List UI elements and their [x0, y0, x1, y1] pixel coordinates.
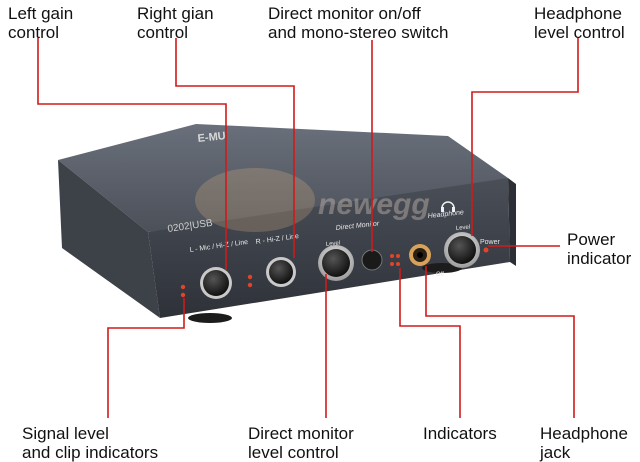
power-indicator-label: Power indicator	[567, 230, 632, 268]
leader-hp-jack	[425, 266, 575, 418]
brand-logo: E-MU	[197, 130, 226, 145]
watermark-logo-swoosh	[195, 168, 315, 232]
leader-headphone-level	[471, 38, 579, 236]
leader-signal	[107, 298, 185, 418]
direct-monitor-level-knob[interactable]	[318, 245, 354, 281]
device-left-side	[58, 160, 160, 318]
signal-clip-indicators-label: Signal level and clip indicators	[22, 424, 159, 462]
leader-left-gain	[37, 38, 227, 270]
direct-monitor-level-label: Direct monitor level control	[248, 424, 354, 462]
right-foot	[422, 263, 462, 273]
dm-level-label: Level	[326, 241, 341, 248]
headphone-level-control-label: Headphone level control	[534, 4, 625, 42]
signal-clip-leds	[180, 274, 253, 298]
left-gain-control-label: Left gain control	[8, 4, 74, 42]
leader-lines	[37, 38, 579, 418]
off-label: Off	[436, 272, 444, 278]
direct-monitor-indicator-leds	[390, 254, 400, 266]
right-gain-control-label: Right gian control	[137, 4, 214, 42]
direct-monitor-switch-button[interactable]	[361, 249, 383, 271]
left-foot	[188, 313, 232, 323]
device-right-side	[508, 178, 516, 266]
headphone-jack[interactable]	[409, 244, 431, 266]
headphone-icon	[441, 201, 455, 212]
right-gain-knob[interactable]	[266, 257, 296, 287]
leader-right-gain	[175, 38, 295, 258]
headphone-level-knob[interactable]	[444, 232, 480, 268]
indicators-label: Indicators	[423, 424, 497, 443]
left-gain-knob[interactable]	[200, 267, 232, 299]
headphone-label: Headphone	[427, 209, 464, 220]
direct-monitor-label: Direct Monitor	[335, 220, 380, 232]
watermark-text: newegg	[318, 188, 430, 221]
headphone-jack-label: Headphone jack	[540, 424, 628, 462]
power-led	[483, 247, 489, 253]
device-top-surface	[58, 124, 508, 232]
hp-level-label: Level	[456, 225, 471, 232]
power-label: Power	[480, 239, 501, 246]
leader-indicators	[399, 268, 461, 418]
direct-monitor-switch-label: Direct monitor on/off and mono-stereo sw…	[268, 4, 449, 42]
